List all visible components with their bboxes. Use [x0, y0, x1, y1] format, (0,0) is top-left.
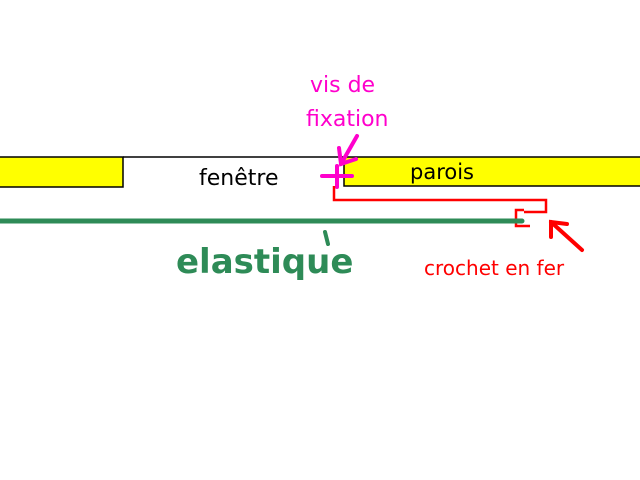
iron-hook-wire	[332, 186, 548, 228]
screw-label-line2: fixation	[306, 107, 389, 132]
hook-arrow-icon	[549, 219, 584, 252]
hook-label: crochet en fer	[424, 256, 565, 280]
screw-icon	[320, 164, 354, 189]
left-wall-segment	[0, 156, 124, 188]
wall-label: parois	[410, 160, 474, 184]
window-label: fenêtre	[199, 166, 279, 191]
elastic-pointer	[323, 230, 330, 246]
screw-label-line1: vis de	[310, 73, 376, 98]
elastic-label: elastique	[176, 242, 354, 282]
right-wall-segment	[343, 156, 640, 187]
screw-arrow-icon	[337, 134, 359, 167]
